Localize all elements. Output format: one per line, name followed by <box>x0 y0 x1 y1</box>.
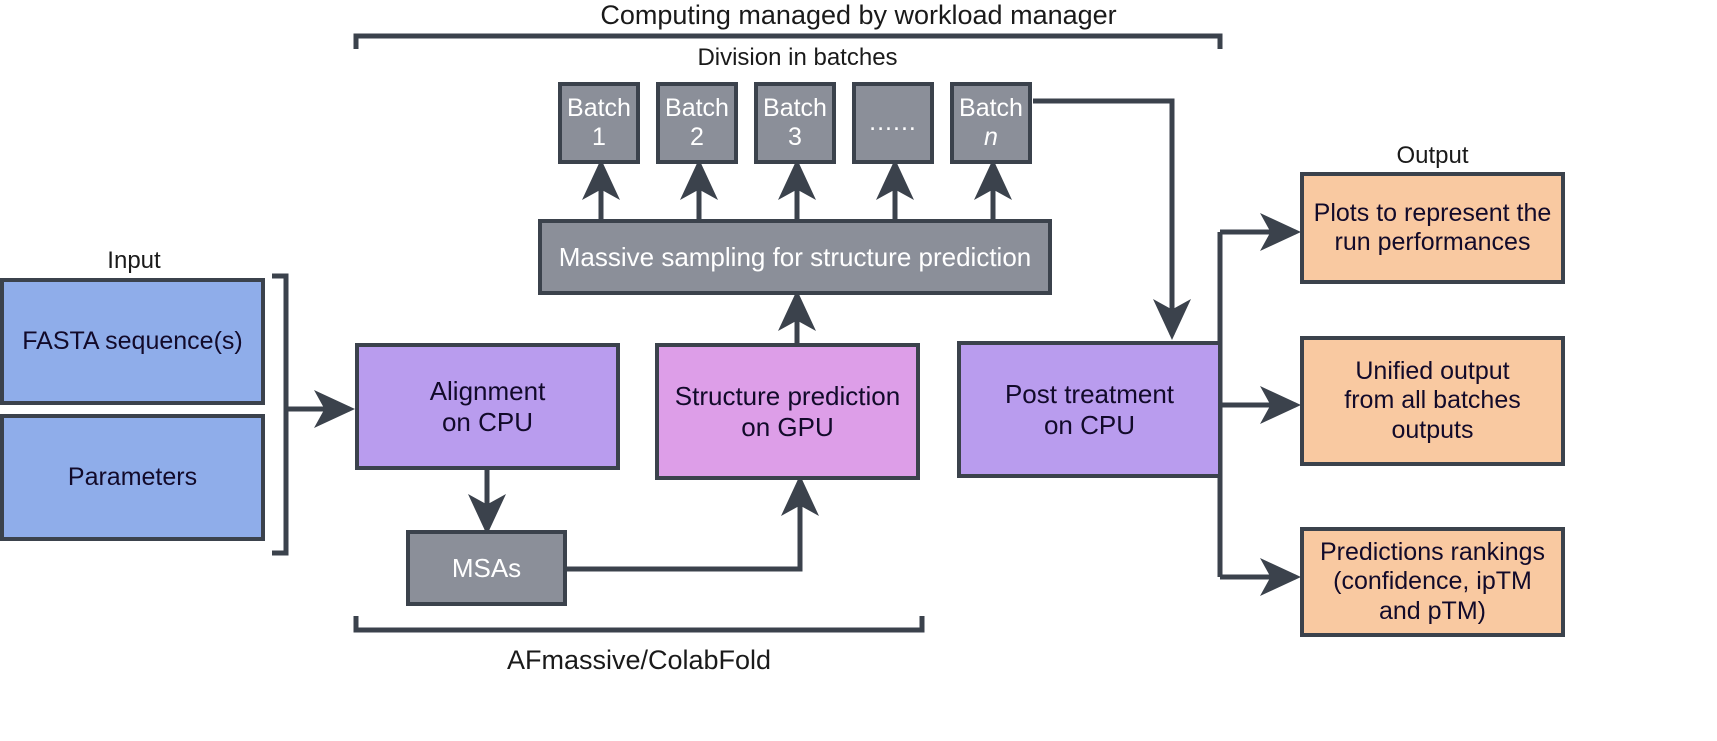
msas-box-label: MSAs <box>451 552 522 583</box>
title-computing-managed: Computing managed by workload manager <box>600 0 1117 30</box>
output-box-plots-line-1: Plots to represent the <box>1313 198 1552 227</box>
batch-box-2-line1: Batch <box>665 93 729 122</box>
batch-box-n-line2: n <box>984 123 998 151</box>
edge-msas-to-structure <box>567 474 819 572</box>
output-box-rankings[interactable]: Predictions rankings (confidence, ipTM a… <box>1300 527 1565 637</box>
bracket-bottom <box>353 616 925 633</box>
output-box-unified-line-3: outputs <box>1391 415 1474 444</box>
output-box-unified-line-1: Unified output <box>1355 356 1510 385</box>
structure-line-2: on GPU <box>741 411 834 442</box>
label-input: Input <box>107 247 161 274</box>
alignment-on-cpu-box[interactable]: Alignment on CPU <box>355 343 620 470</box>
structure-line-1: Structure prediction <box>674 380 901 411</box>
output-box-plots[interactable]: Plots to represent the run performances <box>1300 172 1565 284</box>
input-box-fasta[interactable]: FASTA sequence(s) <box>0 278 265 405</box>
batch-box-1[interactable]: Batch 1 <box>558 82 640 164</box>
post-treatment-line-1: Post treatment <box>1004 378 1175 409</box>
batch-box-2[interactable]: Batch 2 <box>656 82 738 164</box>
title-afmassive-colabfold: AFmassive/ColabFold <box>506 645 772 675</box>
label-output: Output <box>1396 142 1469 169</box>
input-box-parameters-label: Parameters <box>67 462 198 491</box>
edge-batchn-to-post <box>1033 98 1191 341</box>
input-box-fasta-label: FASTA sequence(s) <box>22 326 243 355</box>
batch-box-ellipsis: ...... <box>852 82 934 164</box>
post-treatment-line-2: on CPU <box>1043 409 1136 440</box>
batch-box-1-line2: 1 <box>592 123 606 151</box>
output-box-unified[interactable]: Unified output from all batches outputs <box>1300 336 1565 466</box>
bracket-input <box>272 273 289 556</box>
msas-box[interactable]: MSAs <box>406 530 567 606</box>
batch-box-3[interactable]: Batch 3 <box>754 82 836 164</box>
batch-box-ellipsis-line2: ...... <box>869 108 917 137</box>
batch-box-n[interactable]: Batch n <box>950 82 1032 164</box>
output-box-unified-line-2: from all batches <box>1344 386 1521 415</box>
output-box-rankings-line-3: and pTM) <box>1379 596 1486 625</box>
massive-sampling-bar[interactable]: Massive sampling for structure predictio… <box>538 219 1052 295</box>
batch-box-2-line2: 2 <box>690 123 704 151</box>
massive-sampling-bar-label: Massive sampling for structure predictio… <box>558 241 1032 272</box>
batch-box-3-line2: 3 <box>788 123 802 151</box>
input-box-parameters[interactable]: Parameters <box>0 414 265 541</box>
structure-prediction-on-gpu-box[interactable]: Structure prediction on GPU <box>655 343 920 480</box>
batch-box-n-line1: Batch <box>959 93 1023 122</box>
output-box-plots-line-2: run performances <box>1334 228 1531 256</box>
label-division-in-batches: Division in batches <box>697 44 898 71</box>
alignment-line-2: on CPU <box>441 406 534 437</box>
batch-box-3-line1: Batch <box>763 93 827 122</box>
alignment-line-1: Alignment <box>429 375 546 406</box>
output-box-rankings-line-1: Predictions rankings <box>1319 537 1546 566</box>
post-treatment-on-cpu-box[interactable]: Post treatment on CPU <box>957 341 1222 478</box>
output-box-rankings-line-2: (confidence, ipTM <box>1333 567 1532 596</box>
batch-box-1-line1: Batch <box>567 93 631 122</box>
